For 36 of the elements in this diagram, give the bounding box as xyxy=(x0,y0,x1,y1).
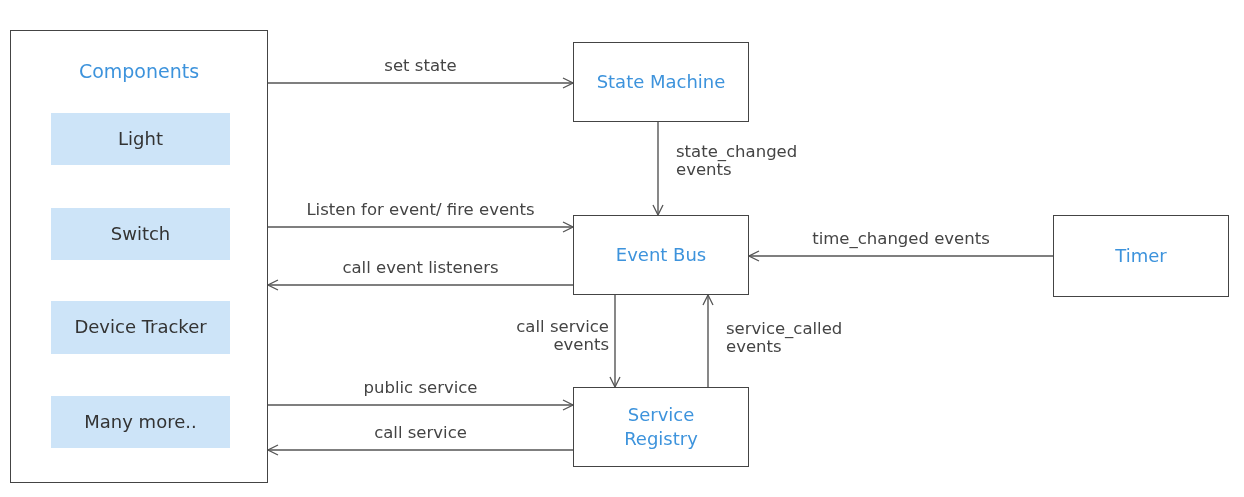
arrow xyxy=(267,279,574,291)
process-box xyxy=(51,113,230,165)
arrow xyxy=(748,250,1054,262)
arrow xyxy=(267,399,574,411)
box-label: Light xyxy=(118,126,163,151)
arrow xyxy=(609,294,621,388)
edge-label: time_changed events xyxy=(812,230,990,249)
arrow xyxy=(267,77,574,89)
edge-label: call event listeners xyxy=(342,259,499,278)
arrow xyxy=(267,444,574,456)
edge-label: service_called events xyxy=(726,320,844,357)
edge-label: Listen for event/ fire events xyxy=(306,201,535,220)
box-label: Switch xyxy=(110,221,171,246)
box-label: Service Registry xyxy=(623,402,699,451)
box-label: Event Bus xyxy=(615,242,707,267)
edge-label: call service xyxy=(374,424,467,443)
edge-label: state_changed events xyxy=(676,143,799,180)
box-label: Device Tracker xyxy=(74,315,207,340)
arrow xyxy=(652,121,664,216)
process-box xyxy=(51,396,230,448)
process-box xyxy=(573,42,749,122)
box-label: Timer xyxy=(1115,243,1167,268)
arrow xyxy=(702,294,714,388)
process-box xyxy=(1053,215,1229,297)
process-box xyxy=(573,215,749,295)
box-label: Many more.. xyxy=(84,409,197,434)
process-box xyxy=(51,208,230,260)
group-panel xyxy=(10,30,268,483)
edge-label: public service xyxy=(363,379,478,398)
arrow xyxy=(267,221,574,233)
process-box xyxy=(573,387,749,467)
box-label: State Machine xyxy=(596,69,726,94)
group-heading: Components xyxy=(78,59,200,84)
edge-label: call service events xyxy=(515,318,609,355)
edge-label: set state xyxy=(384,57,457,76)
process-box xyxy=(51,301,230,354)
